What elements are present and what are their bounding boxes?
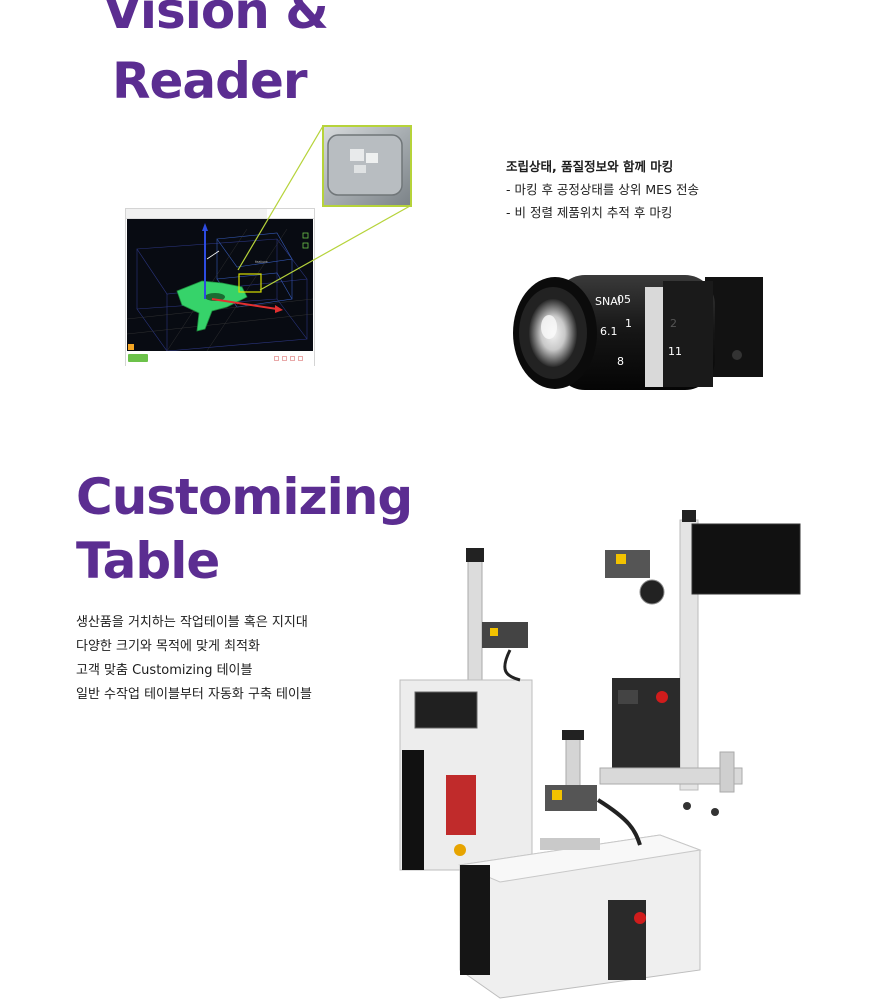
vision-desc-line: 조립상태, 품질정보와 함께 마킹 <box>506 159 674 174</box>
run-button[interactable] <box>128 354 148 362</box>
marked-part-graphic <box>324 127 410 205</box>
vision-desc-line: - 마킹 후 공정상태를 상위 MES 전송 <box>506 182 699 197</box>
svg-text:05: 05 <box>617 293 631 306</box>
svg-text:SNAl: SNAl <box>595 295 621 308</box>
status-square <box>282 356 287 361</box>
svg-text:8: 8 <box>617 355 624 368</box>
vision-desc-line: - 비 정렬 제품위치 추적 후 마킹 <box>506 205 673 220</box>
software-tabs <box>126 209 314 219</box>
3d-viewport: feature <box>127 219 313 351</box>
svg-text:1: 1 <box>625 317 632 330</box>
warning-icon <box>128 344 134 350</box>
table-description: 생산품을 거치하는 작업테이블 혹은 지지대 다양한 크기와 목적에 맞게 최적… <box>76 611 312 707</box>
zoom-connector-lines <box>237 125 411 291</box>
camera-lens-icon: SNAl 6.1 8 05 1 2 11 <box>513 275 763 390</box>
vision-title-line2: Reader <box>112 52 308 110</box>
svg-text:11: 11 <box>668 345 682 358</box>
svg-text:2: 2 <box>670 317 677 330</box>
table-desc-line: 생산품을 거치하는 작업테이블 혹은 지지대 <box>76 615 308 630</box>
camera-lens-image: SNAl 6.1 8 05 1 2 11 <box>505 265 765 395</box>
table-desc-line: 고객 맞춤 Customizing 테이블 <box>76 663 253 678</box>
table-desc-line: 일반 수작업 테이블부터 자동화 구축 테이블 <box>76 687 312 702</box>
vision-title-line1: Vision & <box>103 0 329 40</box>
zoom-inset-photo <box>322 125 412 207</box>
svg-text:6.1: 6.1 <box>600 325 618 338</box>
status-square <box>274 356 279 361</box>
table-desc-line: 다양한 크기와 목적에 맞게 최적화 <box>76 639 260 654</box>
laser-marking-machine-icon <box>399 510 801 999</box>
svg-text:feature: feature <box>255 260 268 264</box>
table-title-line1: Customizing <box>76 468 413 526</box>
laser-marking-machines-image <box>390 500 820 1000</box>
table-title-line2: Table <box>76 532 220 590</box>
vision-description: 조립상태, 품질정보와 함께 마킹 - 마킹 후 공정상태를 상위 MES 전송… <box>506 155 699 224</box>
status-square <box>290 356 295 361</box>
3d-scene-graphic: feature <box>127 223 313 351</box>
software-footer <box>126 344 314 366</box>
status-square <box>298 356 303 361</box>
vision-software-screenshot: feature <box>125 208 315 366</box>
